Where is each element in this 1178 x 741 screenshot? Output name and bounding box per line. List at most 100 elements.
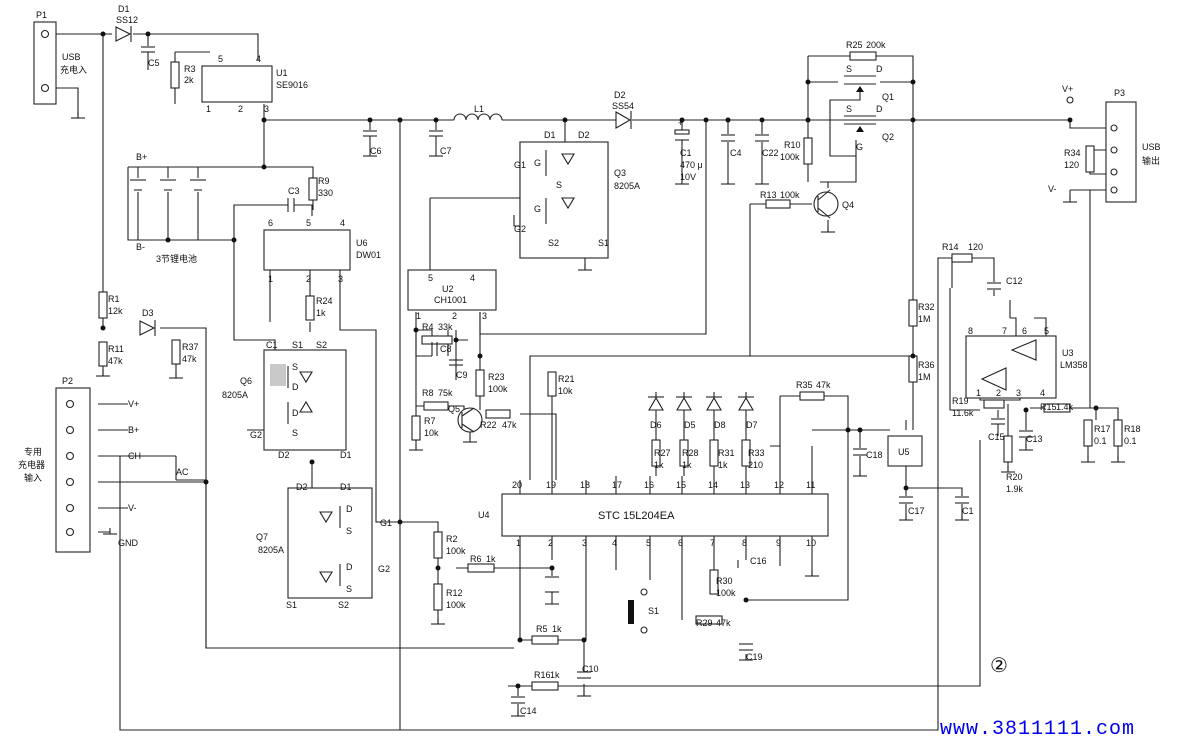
svg-text:B+: B+ [128,425,139,435]
svg-text:2: 2 [452,311,457,321]
mosfet-q7: Q7 8205A D2 D1 G1 G2 S1 S2 D S D S [256,482,392,610]
connector-p1: P1 USB 充电入 [33,10,87,105]
connector-p2: P2 专用 充电器 输入 V+ B+ CH AC V- GND [18,376,189,553]
svg-text:S: S [346,584,352,594]
svg-text:Q4: Q4 [842,200,854,210]
svg-text:Q3: Q3 [614,168,626,178]
svg-text:R14: R14 [942,242,959,252]
svg-text:D: D [292,408,299,418]
svg-text:R10: R10 [784,140,801,150]
svg-text:3: 3 [264,104,269,114]
svg-text:14: 14 [708,480,718,490]
svg-text:G: G [534,204,541,214]
svg-text:输出: 输出 [1142,155,1160,166]
svg-text:D: D [346,504,353,514]
svg-text:2: 2 [996,388,1001,398]
svg-text:C9: C9 [456,370,468,380]
svg-text:R24: R24 [316,296,333,306]
svg-text:470 μ: 470 μ [680,160,703,170]
svg-text:S1: S1 [598,238,609,248]
svg-text:Q7: Q7 [256,532,268,542]
svg-text:R25: R25 [846,40,863,50]
mosfet-q3: Q3 8205A D1 D2 G1 G2 S2 S1 G G S [514,130,640,259]
svg-text:7: 7 [1002,326,1007,336]
svg-text:R37: R37 [182,342,199,352]
svg-text:20: 20 [512,480,522,490]
svg-text:2: 2 [306,274,311,284]
svg-text:R4: R4 [422,322,434,332]
svg-text:8: 8 [968,326,973,336]
svg-text:专用: 专用 [24,446,42,457]
svg-text:S1: S1 [286,600,297,610]
watermark-url: www.3811111.com [940,718,1135,741]
svg-text:U6: U6 [356,238,368,248]
svg-text:S: S [846,104,852,114]
svg-text:C15: C15 [988,432,1005,442]
svg-text:15: 15 [676,480,686,490]
svg-text:G2: G2 [250,430,262,440]
svg-text:S: S [846,64,852,74]
svg-text:R23: R23 [488,372,505,382]
svg-text:D6: D6 [650,420,662,430]
svg-text:SS54: SS54 [612,101,634,111]
svg-text:C5: C5 [148,58,160,68]
svg-text:C14: C14 [520,706,537,716]
svg-text:11.6k: 11.6k [952,408,974,418]
svg-text:47k: 47k [816,380,831,390]
svg-text:C8: C8 [440,344,452,354]
svg-text:1: 1 [976,388,981,398]
svg-text:D: D [346,562,353,572]
junction-dots [100,31,1099,689]
svg-text:U3: U3 [1062,348,1074,358]
svg-text:1.4k: 1.4k [1056,402,1074,412]
svg-text:D5: D5 [684,420,696,430]
svg-text:AC: AC [176,467,189,477]
led-d8: D8 [706,396,726,430]
svg-text:3: 3 [482,311,487,321]
svg-text:1k: 1k [550,670,560,680]
svg-text:C1: C1 [266,340,278,350]
svg-text:12k: 12k [108,306,123,316]
svg-text:R1: R1 [108,294,120,304]
svg-text:1k: 1k [654,460,664,470]
svg-text:1k: 1k [682,460,692,470]
svg-text:47k: 47k [716,618,731,628]
svg-text:R20: R20 [1006,472,1023,482]
ic-u4: STC 15L204EA U4 20 19 18 17 16 15 14 13 … [478,480,829,548]
svg-text:R17: R17 [1094,424,1111,434]
svg-text:R9: R9 [318,176,330,186]
svg-text:R11: R11 [108,344,124,354]
switch-s1: S1 [628,588,659,634]
sheet-mark: ② [990,655,1008,677]
svg-text:R27: R27 [654,448,671,458]
svg-text:G: G [534,158,541,168]
svg-text:S: S [346,526,352,536]
svg-text:CH1001: CH1001 [434,295,467,305]
svg-text:100k: 100k [780,190,800,200]
svg-text:R3: R3 [184,64,196,74]
svg-text:C13: C13 [1026,434,1043,444]
svg-text:8: 8 [742,538,747,548]
svg-text:G2: G2 [378,564,390,574]
svg-text:16: 16 [644,480,654,490]
svg-text:R5: R5 [536,624,548,634]
diode-d2: D2 SS54 [612,90,634,129]
svg-text:1k: 1k [718,460,728,470]
svg-text:R6: R6 [470,554,482,564]
svg-text:LM358: LM358 [1060,360,1088,370]
svg-text:47k: 47k [182,354,197,364]
svg-text:R33: R33 [748,448,765,458]
svg-text:11: 11 [806,480,815,490]
svg-text:D1: D1 [340,482,352,492]
svg-text:4: 4 [256,54,261,64]
led-d7: D7 [738,396,758,430]
svg-text:D2: D2 [614,90,626,100]
svg-text:L1: L1 [474,104,484,114]
transistor-q5: Q5 [448,404,483,433]
svg-text:5: 5 [646,538,651,548]
svg-text:D8: D8 [714,420,726,430]
svg-text:P2: P2 [62,376,73,386]
svg-text:5: 5 [428,273,433,283]
